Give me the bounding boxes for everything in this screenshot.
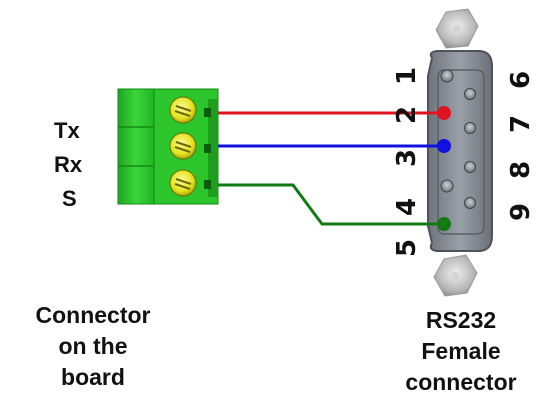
pin-hole-1 xyxy=(440,69,454,83)
db9-pin-holes xyxy=(437,69,476,231)
signal-label-s: S xyxy=(62,186,77,211)
ground-wire xyxy=(218,183,444,226)
db9-connector-shell xyxy=(427,50,493,252)
signal-label-rx: Rx xyxy=(54,152,83,177)
pin-hole-9 xyxy=(464,197,476,209)
pin-hole-4 xyxy=(440,179,454,193)
pin-number-9: 9 xyxy=(506,203,536,221)
pin-hole-6 xyxy=(464,88,476,100)
rs232-caption-line-3: connector xyxy=(405,369,517,395)
screw-terminal-s xyxy=(169,169,197,197)
pin-hole-7 xyxy=(464,122,476,134)
screw-terminal-rx xyxy=(169,132,197,160)
board-caption-line-3: board xyxy=(61,364,125,390)
pin-number-2: 2 xyxy=(392,106,422,124)
pin-number-4: 4 xyxy=(392,198,422,216)
pin-number-1: 1 xyxy=(392,67,422,85)
terminal-block xyxy=(117,88,219,205)
pin-number-6: 6 xyxy=(506,71,536,89)
screw-terminal-tx xyxy=(169,96,197,124)
board-caption-line-1: Connector xyxy=(35,302,151,328)
board-caption-line-2: on the xyxy=(58,333,128,359)
pin-number-7: 7 xyxy=(506,115,536,133)
rs232-caption-line-1: RS232 xyxy=(425,307,497,333)
board-connector-caption: Connector on the board xyxy=(4,300,182,393)
pin-number-3: 3 xyxy=(392,149,422,167)
rs232-connector-caption: RS232 Female connector xyxy=(386,305,536,398)
rs232-caption-line-2: Female xyxy=(421,338,501,364)
mounting-nut-top xyxy=(435,8,479,49)
signal-label-tx: Tx xyxy=(54,118,80,143)
pin-hole-8 xyxy=(464,161,476,173)
pin-number-5: 5 xyxy=(392,239,422,257)
mounting-nut-bottom xyxy=(433,254,478,297)
pin-number-8: 8 xyxy=(506,161,536,179)
